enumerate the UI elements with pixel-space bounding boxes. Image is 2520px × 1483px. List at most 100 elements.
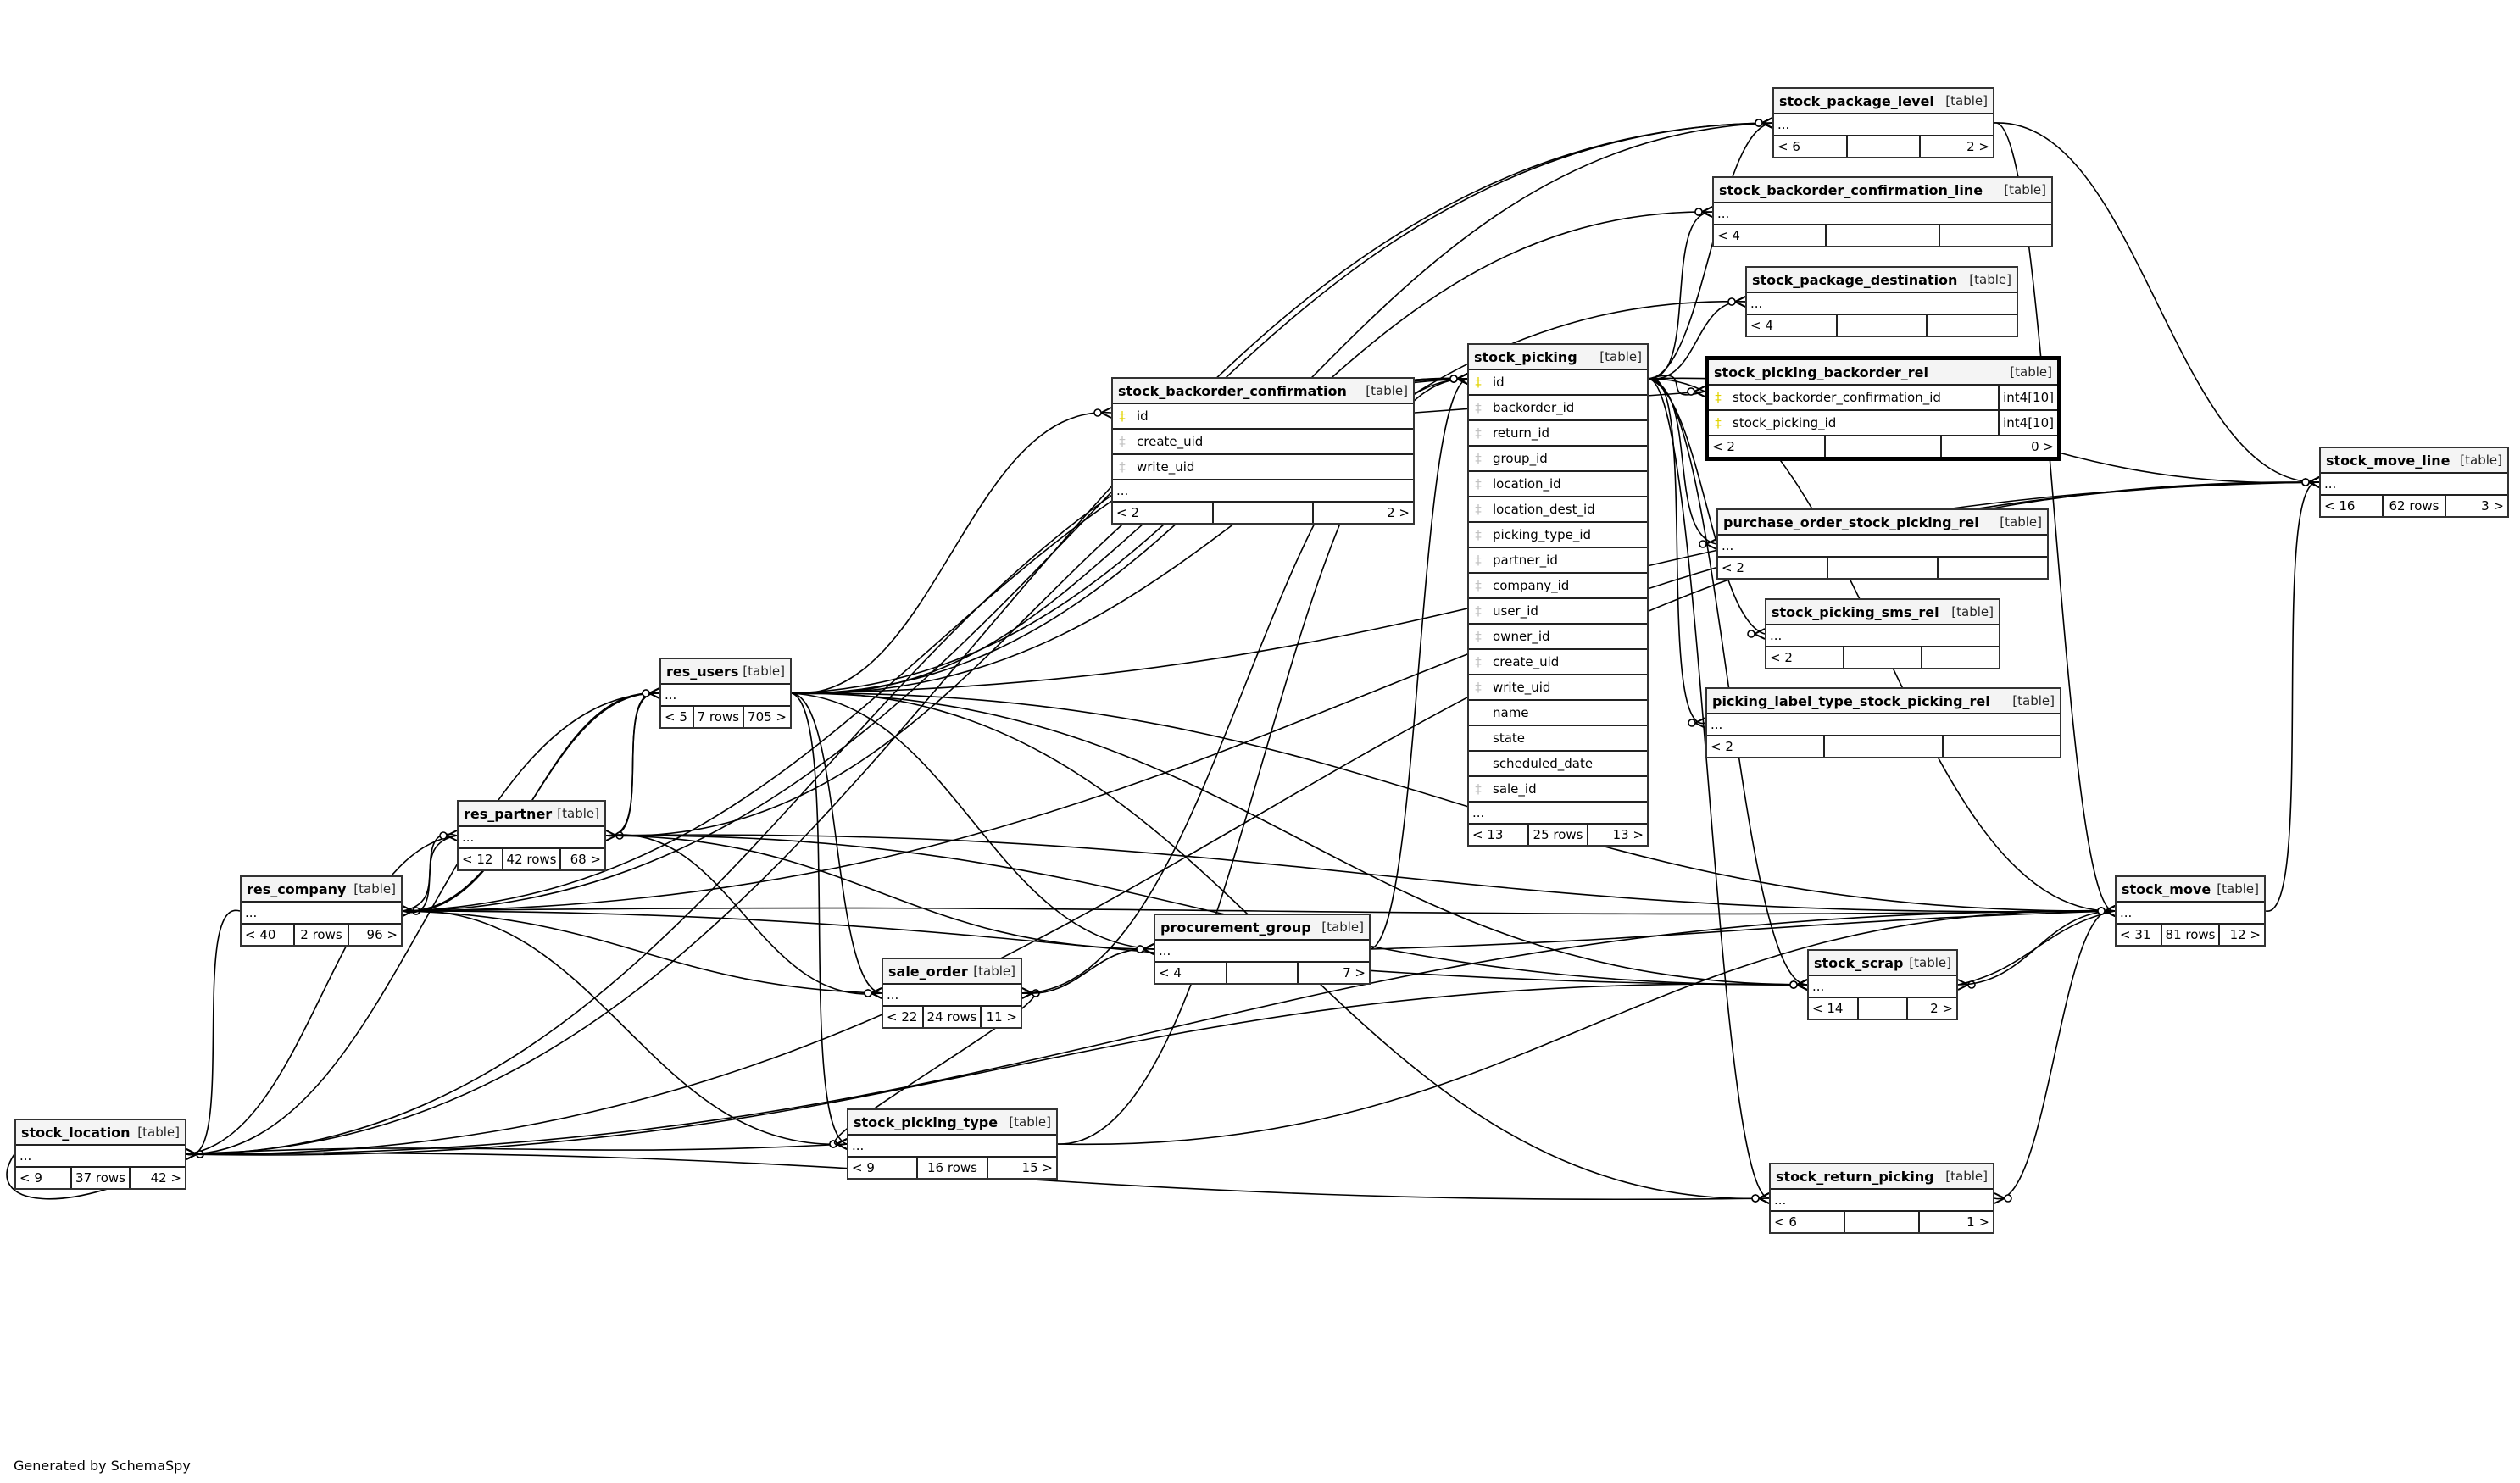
table-header[interactable]: res_partner[table] [459,802,604,827]
table-name[interactable]: res_partner [464,805,553,822]
column-row[interactable]: ‡location_id [1469,472,1647,497]
column-row[interactable]: state [1469,726,1647,752]
more-columns-ellipsis[interactable]: ... [1747,293,2017,315]
child-count[interactable]: 15 > [1021,1160,1053,1175]
parent-count[interactable]: < 2 [1709,436,1826,457]
more-columns-ellipsis[interactable]: ... [1714,203,2051,225]
more-columns-ellipsis[interactable]: ... [242,903,401,925]
child-count[interactable] [1944,736,2060,757]
column-row[interactable]: ‡id [1469,370,1647,396]
parent-count[interactable]: < 13 [1469,825,1529,845]
column-row[interactable]: ‡user_id [1469,599,1647,625]
table-name[interactable]: res_users [666,663,739,680]
column-row[interactable]: ‡owner_id [1469,625,1647,650]
table-stock-backorder-confirmation-line[interactable]: stock_backorder_confirmation_line[table]… [1712,176,2053,247]
more-columns-ellipsis[interactable]: ... [661,685,790,707]
more-columns-ellipsis[interactable]: ... [883,985,1021,1007]
table-header[interactable]: stock_picking[table] [1469,345,1647,370]
column-row[interactable]: ‡picking_type_id [1469,523,1647,548]
table-header[interactable]: stock_package_destination[table] [1747,268,2017,293]
table-name[interactable]: stock_picking [1474,348,1577,365]
parent-count[interactable]: < 4 [1714,225,1827,246]
child-count[interactable]: 2 > [1930,1001,1954,1016]
column-row[interactable]: ‡backorder_id [1469,396,1647,421]
child-count[interactable]: 7 > [1343,965,1366,980]
table-header[interactable]: procurement_group[table] [1155,915,1369,941]
more-columns-ellipsis[interactable]: ... [1718,536,2047,558]
parent-count[interactable]: < 22 [883,1007,924,1027]
column-row[interactable]: name [1469,701,1647,726]
parent-count[interactable]: < 2 [1113,503,1214,523]
child-count[interactable] [1939,558,2047,578]
parent-count[interactable]: < 6 [1771,1212,1845,1232]
parent-count[interactable]: < 9 [848,1158,919,1178]
parent-count[interactable]: < 6 [1774,136,1848,157]
more-columns-ellipsis[interactable]: ... [1113,480,1413,503]
child-count[interactable]: 0 > [2031,439,2055,454]
table-header[interactable]: res_users[table] [661,659,790,685]
child-count[interactable]: 3 > [2481,498,2504,514]
column-row[interactable]: ‡create_uid [1113,430,1413,455]
parent-count[interactable]: < 9 [16,1168,73,1188]
table-name[interactable]: stock_package_destination [1752,271,1958,288]
child-count[interactable]: 68 > [570,852,602,867]
child-count[interactable] [1922,647,1999,668]
more-columns-ellipsis[interactable]: ... [1809,976,1956,998]
column-row[interactable]: ‡return_id [1469,421,1647,447]
more-columns-ellipsis[interactable]: ... [1155,941,1369,963]
child-count[interactable]: 1 > [1966,1214,1989,1230]
child-count[interactable]: 705 > [748,709,787,725]
more-columns-ellipsis[interactable]: ... [1469,803,1647,825]
table-header[interactable]: purchase_order_stock_picking_rel[table] [1718,510,2047,536]
child-count[interactable]: 11 > [986,1009,1018,1025]
parent-count[interactable]: < 40 [242,925,296,945]
table-name[interactable]: stock_move_line [2326,452,2450,469]
table-header[interactable]: stock_move_line[table] [2321,448,2507,474]
table-name[interactable]: sale_order [888,963,968,980]
child-count[interactable]: 96 > [366,927,398,942]
more-columns-ellipsis[interactable]: ... [16,1146,185,1168]
more-columns-ellipsis[interactable]: ... [848,1136,1056,1158]
table-purchase-order-stock-picking-rel[interactable]: purchase_order_stock_picking_rel[table].… [1716,508,2049,580]
table-header[interactable]: stock_picking_type[table] [848,1110,1056,1136]
parent-count[interactable]: < 14 [1809,998,1859,1019]
table-header[interactable]: stock_scrap[table] [1809,951,1956,976]
table-name[interactable]: picking_label_type_stock_picking_rel [1712,692,1990,709]
column-row[interactable]: ‡location_dest_id [1469,497,1647,523]
child-count[interactable]: 2 > [1966,139,1990,154]
column-row[interactable]: ‡id [1113,404,1413,430]
column-row[interactable]: ‡write_uid [1113,455,1413,480]
parent-count[interactable]: < 5 [661,707,694,727]
more-columns-ellipsis[interactable]: ... [1766,625,1999,647]
table-header[interactable]: sale_order[table] [883,959,1021,985]
column-row[interactable]: ‡group_id [1469,447,1647,472]
more-columns-ellipsis[interactable]: ... [459,827,604,849]
table-header[interactable]: stock_backorder_confirmation_line[table] [1714,178,2051,203]
more-columns-ellipsis[interactable]: ... [1707,714,2060,736]
table-header[interactable]: stock_move[table] [2117,877,2264,903]
table-header[interactable]: stock_picking_sms_rel[table] [1766,600,1999,625]
table-name[interactable]: stock_picking_backorder_rel [1714,364,1928,380]
table-stock-backorder-confirmation[interactable]: stock_backorder_confirmation[table]‡id‡c… [1111,377,1415,525]
child-count[interactable]: 42 > [150,1170,182,1186]
table-header[interactable]: stock_location[table] [16,1120,185,1146]
parent-count[interactable]: < 4 [1747,315,1838,336]
table-stock-package-destination[interactable]: stock_package_destination[table]...< 4 [1745,266,2018,337]
table-header[interactable]: res_company[table] [242,877,401,903]
table-stock-picking[interactable]: stock_picking[table]‡id‡backorder_id‡ret… [1467,343,1649,847]
child-count[interactable]: 12 > [2229,927,2261,942]
child-count[interactable]: 2 > [1387,505,1410,520]
table-name[interactable]: stock_backorder_confirmation_line [1719,181,1983,198]
table-name[interactable]: stock_location [21,1124,131,1141]
parent-count[interactable]: < 12 [459,849,503,869]
column-row[interactable]: ‡create_uid [1469,650,1647,675]
